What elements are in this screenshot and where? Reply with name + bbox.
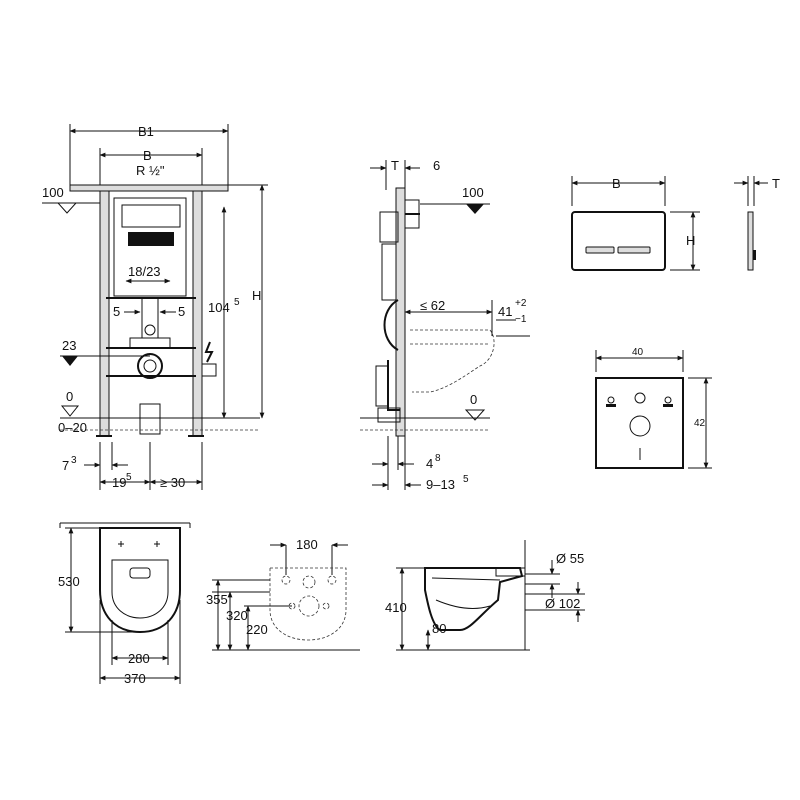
b1-label: B1 — [138, 124, 154, 139]
height-320-label: 320 — [226, 608, 248, 623]
side-post — [395, 187, 406, 437]
side-level-100-marker — [466, 204, 484, 214]
frame-side-view: T 6 100 ≤ 62 41 +2 −1 0 — [360, 158, 530, 492]
diameter-55-label: Ø 55 — [556, 551, 584, 566]
dim-19-sup: 5 — [126, 472, 132, 483]
dim-5-right-label: 5 — [178, 304, 185, 319]
dashed-bowl-outline — [410, 329, 495, 393]
wall-plate-height-label: 42 — [694, 418, 706, 429]
electrical-box — [201, 363, 217, 377]
level-0-label: 0 — [66, 389, 73, 404]
electrical-icon — [204, 341, 214, 363]
flush-button-large — [617, 246, 651, 254]
flush-button-small — [585, 246, 615, 254]
dim-41-sup: +2 — [515, 298, 527, 309]
inner-width-label: 280 — [128, 651, 150, 666]
dim-41-label: 41 — [498, 304, 512, 319]
dim-104-label: 104 — [208, 300, 230, 315]
b-label: B — [143, 148, 152, 163]
dim-7-label: 7 — [62, 458, 69, 473]
dim-80-label: 80 — [432, 621, 446, 636]
drain-connection — [137, 353, 163, 379]
dim-9-13-sup: 5 — [463, 474, 469, 485]
left-post — [99, 190, 110, 437]
dim-104-sup: 5 — [234, 297, 240, 308]
bowl-depth-label: 530 — [58, 574, 80, 589]
dim-9-13-label: 9–13 — [426, 477, 455, 492]
side-level-0-label: 0 — [470, 392, 477, 407]
outer-width-label: 370 — [124, 671, 146, 686]
h-label: H — [252, 288, 261, 303]
le-62-label: ≤ 62 — [420, 298, 445, 313]
level-23-marker — [62, 356, 78, 366]
t-label: T — [391, 158, 399, 173]
range-0-20-label: 0–20 — [58, 420, 87, 435]
level-100-marker — [56, 202, 78, 214]
plate-h-label: H — [686, 233, 695, 248]
dim-41-sub: −1 — [515, 314, 527, 325]
height-355-label: 355 — [206, 592, 228, 607]
wall-plate-width-label: 40 — [632, 347, 644, 358]
bowl-side-view: 410 80 Ø 55 Ø 102 — [385, 540, 585, 651]
dim-18-23-label: 18/23 — [128, 264, 161, 279]
bowl-back-view: 180 355 320 220 — [206, 537, 360, 651]
level-100-label: 100 — [42, 185, 64, 200]
dim-19-label: 19 — [112, 475, 126, 490]
side-level-0-marker — [464, 409, 486, 421]
dim-7-sup: 3 — [71, 455, 77, 466]
plate-t-label: T — [772, 176, 780, 191]
r-half-label: R ½" — [136, 163, 165, 178]
plate-profile — [747, 211, 754, 271]
right-post — [192, 190, 203, 437]
plate-b-label: B — [612, 176, 621, 191]
bowl-side-outline — [424, 567, 524, 631]
bowl-back-outline — [269, 567, 347, 641]
bowl-top-view: 530 280 370 — [58, 522, 191, 686]
flush-plate — [571, 211, 666, 271]
dim-4-label: 4 — [426, 456, 433, 471]
diameter-102-label: Ø 102 — [545, 596, 580, 611]
level-23-label: 23 — [62, 338, 76, 353]
frame-front-view: B1 B R ½" 100 18/23 5 5 — [42, 124, 268, 490]
spacing-180-label: 180 — [296, 537, 318, 552]
bowl-top-outline — [99, 527, 181, 634]
flush-plate-side: T — [734, 176, 780, 271]
bowl-height-410-label: 410 — [385, 600, 407, 615]
dim-5-left-label: 5 — [113, 304, 120, 319]
dim-6-label: 6 — [433, 158, 440, 173]
dim-4-sup: 8 — [435, 453, 441, 464]
level-0-marker — [60, 405, 80, 417]
cistern — [113, 197, 187, 297]
wall-plate: 40 42 — [595, 347, 712, 469]
wall-plate-outline — [595, 377, 684, 469]
top-rail — [69, 184, 229, 192]
side-level-100-label: 100 — [462, 185, 484, 200]
dim-ge30-label: ≥ 30 — [160, 475, 185, 490]
height-220-label: 220 — [246, 622, 268, 637]
flush-plate-front: B H — [571, 176, 700, 271]
